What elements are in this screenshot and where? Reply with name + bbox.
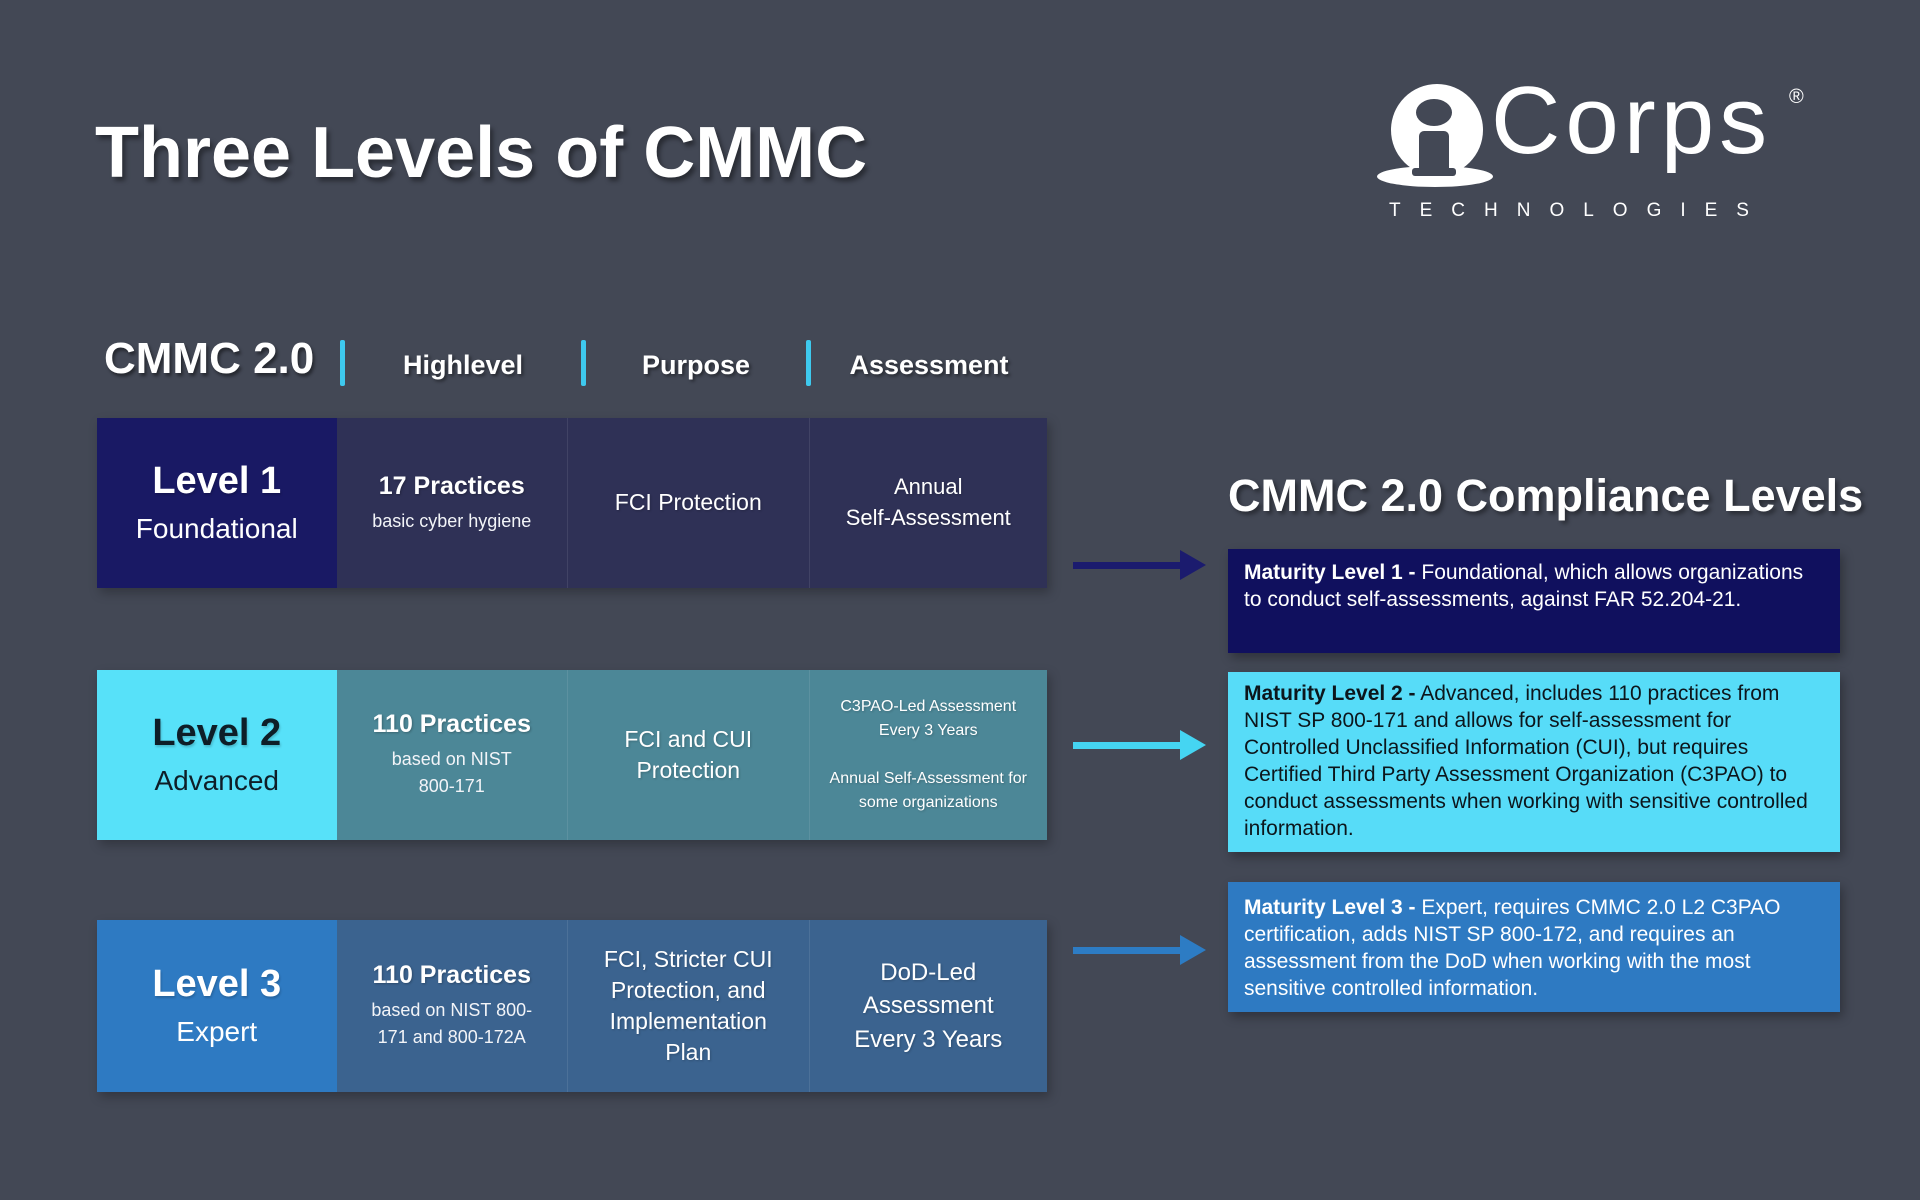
level-title: Level 3 bbox=[152, 963, 282, 1006]
level-cell: Level 2 Advanced bbox=[97, 670, 337, 840]
header-separator bbox=[340, 340, 345, 386]
table-row-level3: Level 3 Expert 110 Practices based on NI… bbox=[97, 920, 1048, 1092]
practices-subtitle: basic cyber hygiene bbox=[372, 510, 532, 531]
purpose-cell: FCI Protection bbox=[567, 418, 809, 588]
purpose-cell: FCI, Stricter CUI Protection, and Implem… bbox=[567, 920, 809, 1092]
header-separator bbox=[581, 340, 586, 386]
maturity-level-1-label: Maturity Level 1 - bbox=[1244, 561, 1416, 584]
arrow-head bbox=[1180, 550, 1206, 580]
registered-mark: ® bbox=[1789, 86, 1804, 108]
purpose-cell: FCI and CUI Protection bbox=[567, 670, 809, 840]
logo-subtext: TECHNOLOGIES bbox=[1389, 200, 1768, 221]
assessment-cell: C3PAO-Led Assessment Every 3 Years Annua… bbox=[808, 670, 1048, 840]
logo-i-serif bbox=[1412, 168, 1456, 176]
assessment-cell: DoD-Led Assessment Every 3 Years bbox=[808, 920, 1048, 1092]
level-subtitle: Advanced bbox=[154, 764, 280, 796]
level-cell: Level 3 Expert bbox=[97, 920, 337, 1092]
arrow-level2-icon bbox=[1073, 730, 1207, 760]
arrow-level1-icon bbox=[1073, 550, 1207, 580]
column-header-highlevel: Highlevel bbox=[402, 350, 524, 380]
maturity-level-1-box: Maturity Level 1 - Foundational, which a… bbox=[1228, 549, 1840, 653]
assessment-text: Annual Self-Assessment bbox=[845, 474, 1011, 530]
practices-subtitle: based on NIST 800-171 bbox=[391, 749, 512, 796]
maturity-level-3-box: Maturity Level 3 - Expert, requires CMMC… bbox=[1228, 882, 1840, 1012]
highlevel-cell: 110 Practices based on NIST 800- 171 and… bbox=[336, 920, 568, 1092]
table-row-level2: Level 2 Advanced 110 Practices based on … bbox=[97, 670, 1048, 840]
column-header-assessment: Assessment bbox=[849, 350, 1009, 380]
assessment-text: C3PAO-Led Assessment Every 3 Years Annua… bbox=[829, 698, 1027, 811]
level-title: Level 2 bbox=[152, 712, 282, 755]
maturity-level-1-text: Foundational, which allows organizations… bbox=[1244, 561, 1804, 611]
level-cell: Level 1 Foundational bbox=[97, 418, 337, 588]
assessment-text: DoD-Led Assessment Every 3 Years bbox=[854, 958, 1003, 1053]
icorps-i-icon bbox=[1377, 84, 1493, 188]
purpose-text: FCI and CUI Protection bbox=[624, 725, 753, 783]
practices-title: 17 Practices bbox=[378, 471, 525, 500]
maturity-level-2-text: Advanced, includes 110 practices from NI… bbox=[1244, 682, 1808, 840]
highlevel-cell: 17 Practices basic cyber hygiene bbox=[336, 418, 568, 588]
maturity-level-2-label: Maturity Level 2 - bbox=[1244, 682, 1416, 705]
purpose-text: FCI Protection bbox=[614, 489, 762, 516]
header-separator bbox=[806, 340, 811, 386]
table-header-title: CMMC 2.0 bbox=[104, 334, 315, 383]
compliance-heading: CMMC 2.0 Compliance Levels bbox=[1228, 470, 1864, 521]
purpose-text: FCI, Stricter CUI Protection, and Implem… bbox=[603, 945, 773, 1066]
level-title: Level 1 bbox=[152, 460, 282, 503]
maturity-level-3-label: Maturity Level 3 - bbox=[1244, 896, 1416, 919]
page-title: Three Levels of CMMC bbox=[95, 113, 868, 193]
logo-base-ellipse bbox=[1377, 166, 1493, 187]
logo-i-stem bbox=[1419, 131, 1449, 173]
maturity-level-2-box: Maturity Level 2 - Advanced, includes 11… bbox=[1228, 672, 1840, 852]
practices-subtitle: based on NIST 800- 171 and 800-172A bbox=[371, 1000, 533, 1047]
arrow-shaft bbox=[1073, 562, 1183, 569]
arrow-head bbox=[1180, 935, 1206, 965]
logo-brand-text: Corps bbox=[1491, 67, 1773, 174]
practices-title: 110 Practices bbox=[372, 961, 531, 989]
arrow-shaft bbox=[1073, 947, 1183, 954]
column-header-purpose: Purpose bbox=[641, 350, 751, 380]
arrow-shaft bbox=[1073, 742, 1183, 749]
practices-title: 110 Practices bbox=[372, 710, 531, 738]
assessment-cell: Annual Self-Assessment bbox=[808, 418, 1048, 588]
level-subtitle: Foundational bbox=[135, 512, 298, 544]
table-row-level1: Level 1 Foundational 17 Practices basic … bbox=[97, 418, 1048, 588]
logo-i-dot bbox=[1416, 99, 1452, 126]
maturity-level-3-text: Expert, requires CMMC 2.0 L2 C3PAO certi… bbox=[1244, 896, 1781, 1000]
highlevel-cell: 110 Practices based on NIST 800-171 bbox=[336, 670, 568, 840]
arrow-level3-icon bbox=[1073, 935, 1207, 965]
level-subtitle: Expert bbox=[176, 1015, 258, 1047]
icorps-logo: Corps ® TECHNOLOGIES bbox=[1377, 67, 1835, 228]
arrow-head bbox=[1180, 730, 1206, 760]
